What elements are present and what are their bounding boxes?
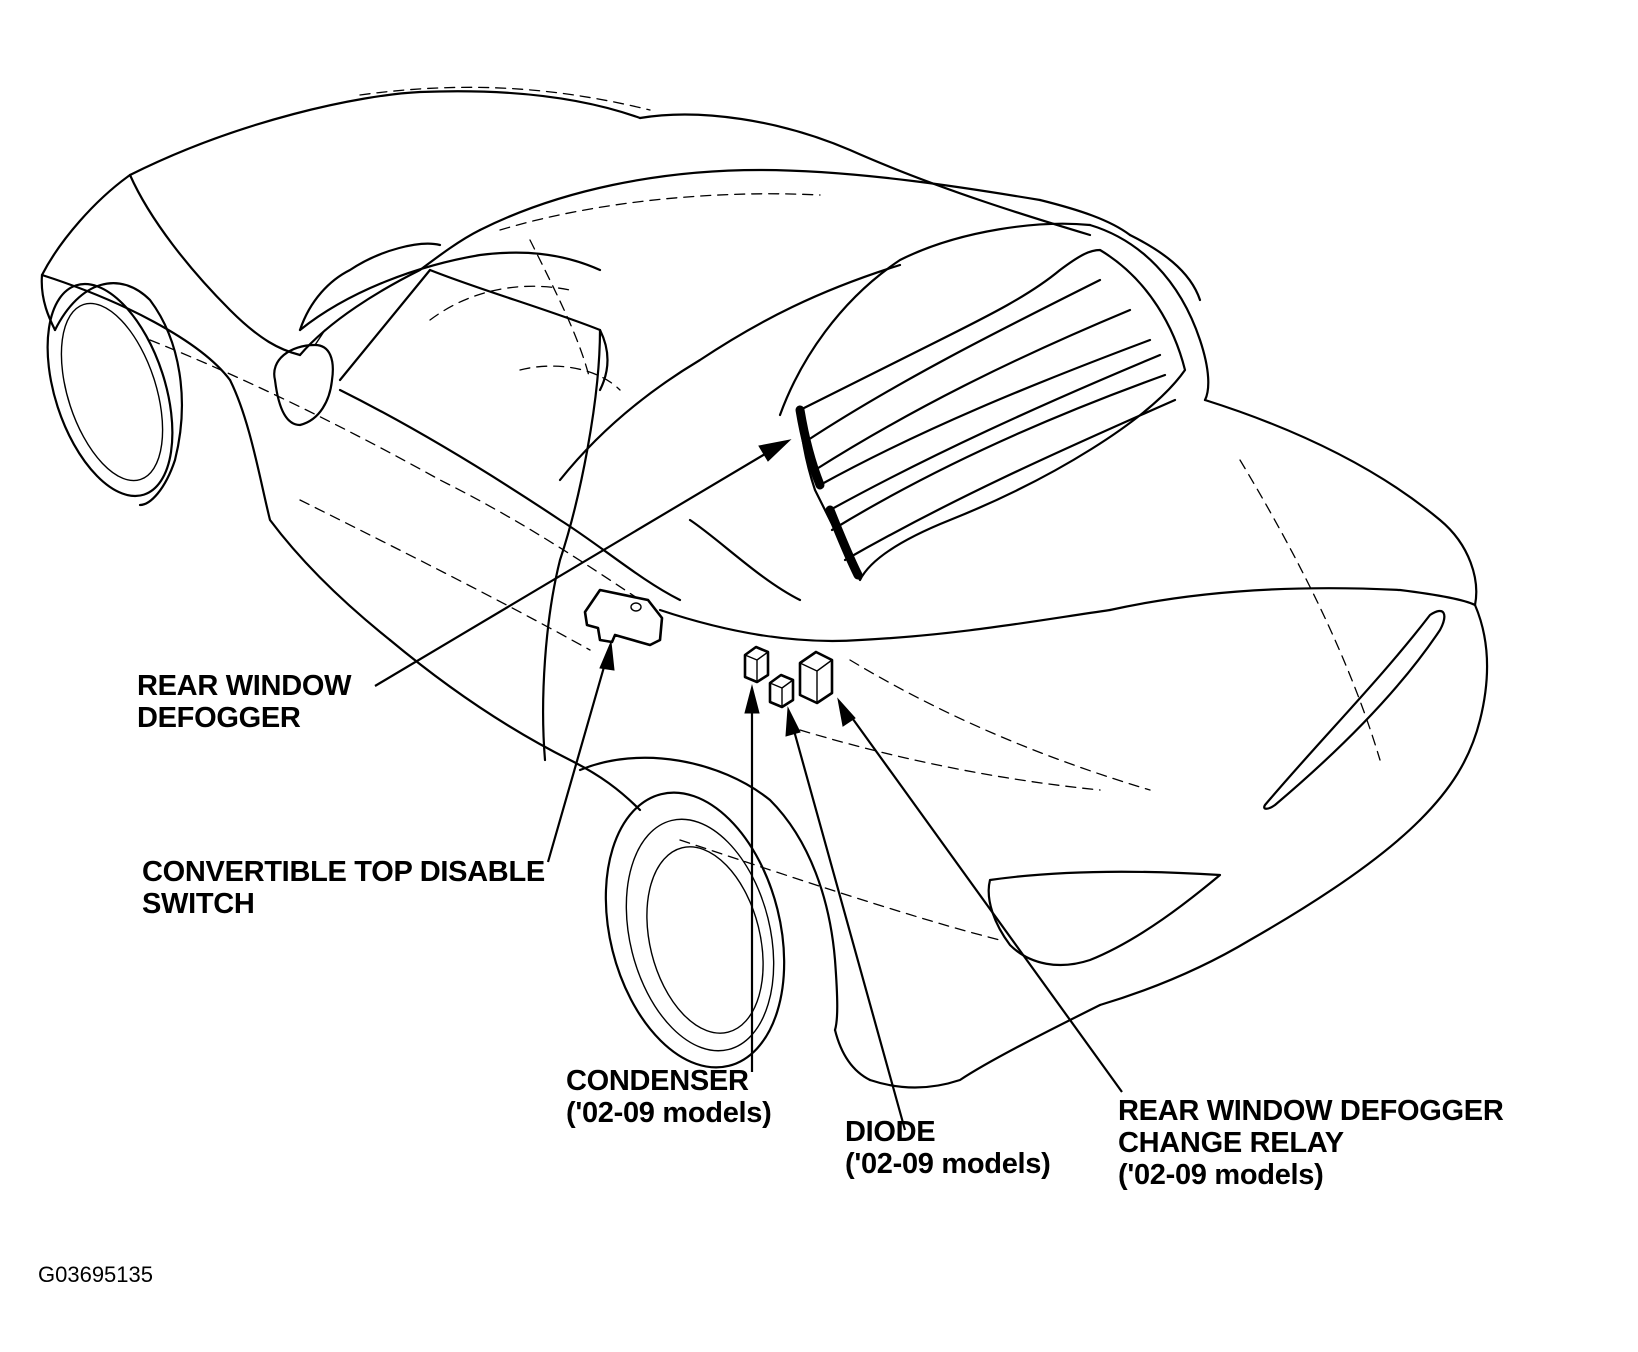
- diode-shape: [768, 673, 795, 709]
- car-body-outline: [40, 90, 1489, 1089]
- leader-lines: [374, 439, 1123, 1131]
- diode-label: DIODE ('02-09 models): [845, 1116, 1051, 1180]
- rear-window-defogger-grid: [795, 248, 1187, 582]
- defogger-change-relay-label: REAR WINDOW DEFOGGER CHANGE RELAY ('02-0…: [1118, 1095, 1504, 1191]
- rear-window-defogger-label: REAR WINDOW DEFOGGER: [137, 670, 352, 734]
- side-mirror: [273, 329, 334, 427]
- condenser-label: CONDENSER ('02-09 models): [566, 1065, 772, 1129]
- condenser-shape: [743, 645, 770, 684]
- wheels: [46, 282, 786, 1069]
- change-relay-shape: [798, 650, 834, 705]
- convertible-top-disable-switch-label: CONVERTIBLE TOP DISABLE SWITCH: [142, 856, 545, 920]
- figure-code: G03695135: [38, 1262, 153, 1287]
- car-hidden-lines: [149, 86, 1381, 941]
- convertible-top-switch-shape: [583, 588, 664, 647]
